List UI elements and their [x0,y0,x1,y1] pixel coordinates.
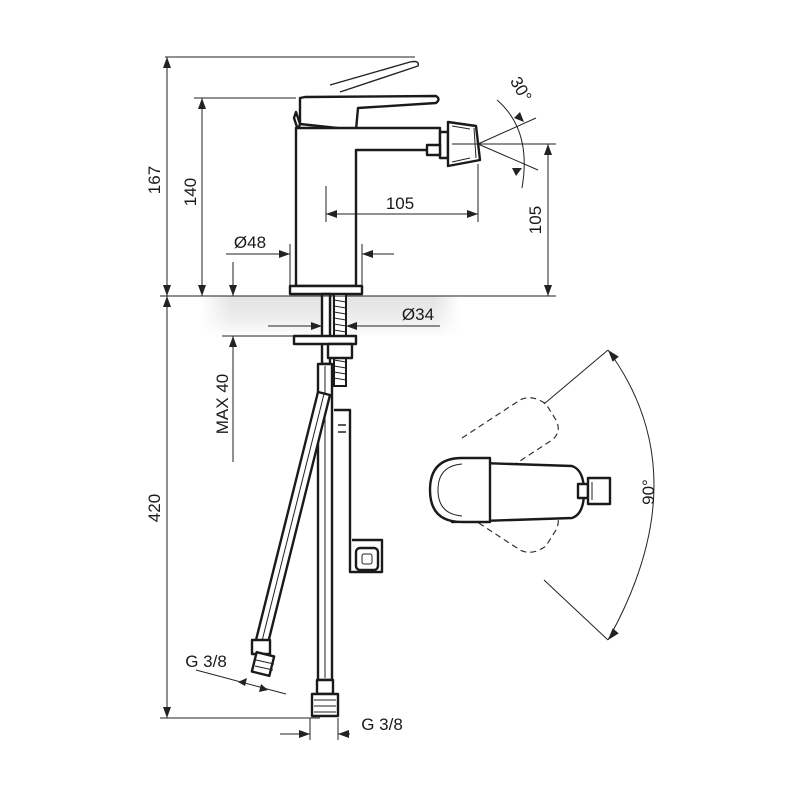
lever-handle [298,94,440,132]
label-outlet-height: 105 [526,206,545,234]
label-thread-left: G 3/8 [185,652,227,671]
faucet-side-view [165,56,482,296]
bidet-nozzle [425,120,482,168]
label-spout-height: 140 [181,178,200,206]
label-overall-height: 167 [145,166,164,194]
label-max-deck: MAX 40 [213,374,232,434]
dimension-lines [160,57,556,740]
supply-hoses [250,362,384,718]
label-spout-reach: 105 [386,194,414,213]
label-shank-diameter: Ø34 [402,305,434,324]
label-body-diameter: Ø48 [234,233,266,252]
faucet-body [294,126,442,288]
lever-rotated-up [461,397,559,479]
label-hose-length: 420 [145,494,164,522]
mounting-shank [292,292,358,387]
label-thread-right: G 3/8 [361,715,403,734]
body-top [428,456,492,524]
faucet-top-view [428,349,655,641]
label-lever-angle: 90° [639,479,658,505]
label-nozzle-angle: 30° [506,73,535,105]
